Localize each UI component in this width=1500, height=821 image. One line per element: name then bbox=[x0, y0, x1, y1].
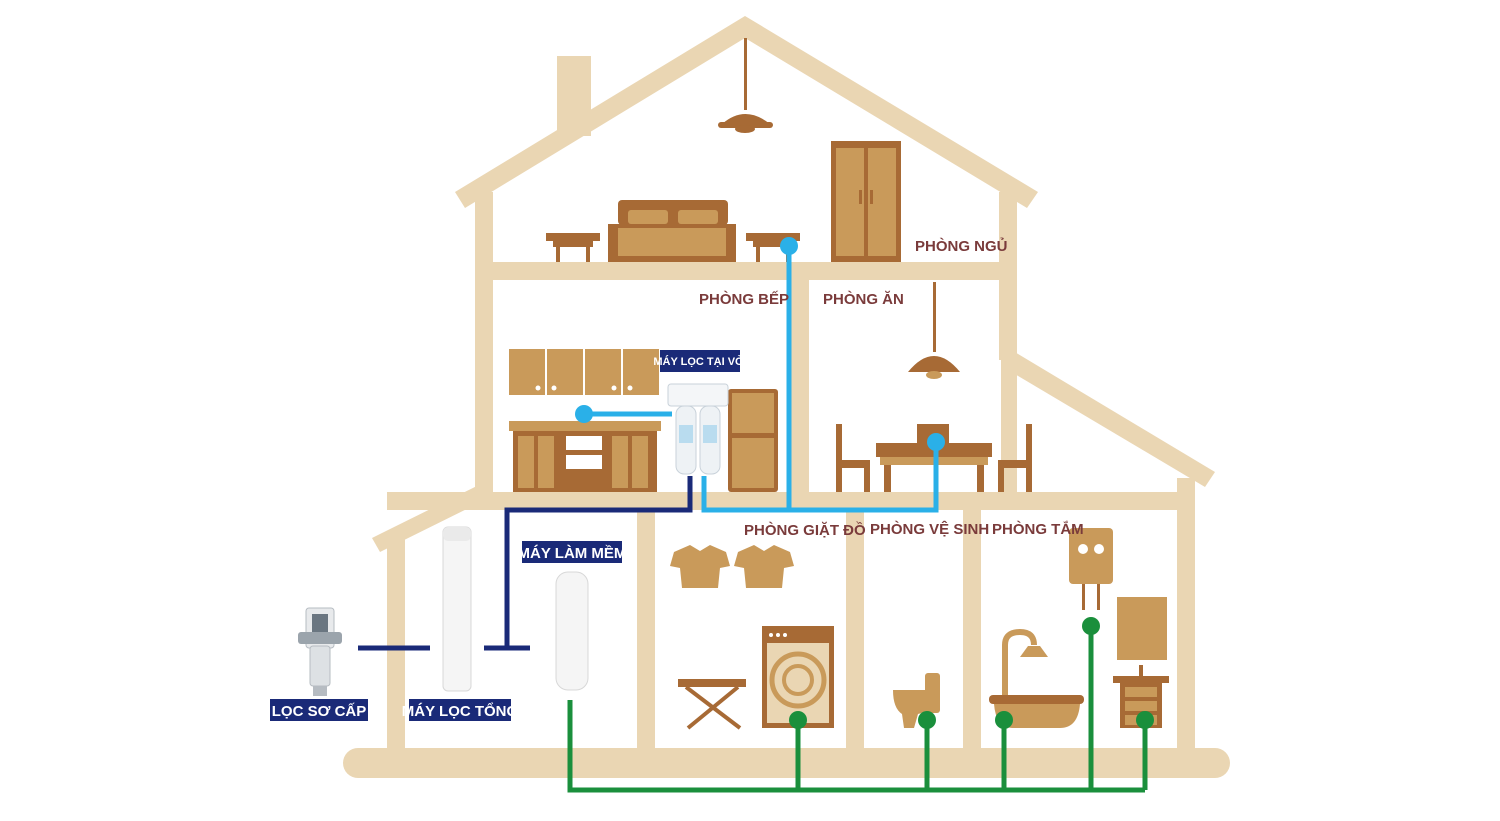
label-whole-house-filter-text: MÁY LỌC TỔNG bbox=[402, 702, 518, 720]
toilet bbox=[893, 673, 940, 728]
nightstand-left bbox=[546, 233, 600, 241]
wall-kitchen-dining bbox=[791, 270, 809, 500]
ironing-table bbox=[678, 679, 746, 687]
outlet-water-heater bbox=[1082, 617, 1100, 635]
shower-pipe bbox=[1002, 628, 1037, 695]
pipe-to-dining bbox=[701, 442, 939, 513]
shirt-icon bbox=[734, 545, 794, 588]
label-pre-filter: LỌC SƠ CẤP bbox=[270, 699, 368, 721]
label-softener: MÁY LÀM MỀM bbox=[518, 541, 627, 563]
wall-right-lower bbox=[1177, 478, 1195, 750]
floor-2 bbox=[475, 262, 1017, 280]
wall-left-laundry bbox=[637, 500, 655, 750]
label-tap-filter-text: MÁY LỌC TẠI VÒI bbox=[653, 355, 746, 368]
label-pre-filter-text: LỌC SƠ CẤP bbox=[272, 703, 366, 720]
dining-lamp bbox=[908, 356, 960, 372]
chair-right bbox=[1026, 424, 1032, 492]
shirt-icon bbox=[670, 545, 730, 588]
pipes-filtered bbox=[584, 246, 939, 513]
house-structure bbox=[343, 16, 1230, 778]
ground-slab bbox=[343, 748, 1230, 778]
label-whole-house-filter: MÁY LỌC TỔNG bbox=[402, 699, 518, 721]
kitchen-furniture bbox=[509, 349, 778, 492]
mirror bbox=[1117, 597, 1167, 660]
room-label-bathroom: PHÒNG TẮM bbox=[992, 520, 1084, 538]
kitchen-counter-top bbox=[509, 421, 661, 431]
outlet-vanity bbox=[1136, 711, 1154, 729]
wall-left-upper bbox=[475, 192, 493, 502]
tap-filter-device bbox=[667, 383, 729, 475]
outlet-bathtub bbox=[995, 711, 1013, 729]
bedroom-furniture bbox=[546, 141, 901, 262]
bathtub bbox=[989, 695, 1084, 704]
bed-pillow bbox=[678, 210, 718, 224]
shower-head bbox=[1020, 646, 1048, 657]
outlet-toilet bbox=[918, 711, 936, 729]
label-tap-filter: MÁY LỌC TẠI VÒI bbox=[653, 350, 747, 372]
pipe-nodes-soft bbox=[789, 617, 1154, 729]
pipe-soft-main bbox=[567, 700, 1145, 793]
wall-laundry-toilet bbox=[846, 500, 864, 750]
bed-pillow bbox=[628, 210, 668, 224]
pipe-to-tap-filter bbox=[504, 476, 693, 648]
laundry-furniture bbox=[670, 545, 834, 730]
whole-house-filter-device bbox=[442, 526, 472, 692]
pipe-nodes-filtered bbox=[575, 237, 945, 451]
room-label-toilet: PHÒNG VỆ SINH bbox=[870, 520, 989, 538]
outlet-laundry bbox=[789, 711, 807, 729]
bathroom-furniture bbox=[989, 528, 1169, 728]
wall-left-lower bbox=[387, 535, 405, 750]
water-heater bbox=[1069, 528, 1113, 584]
room-label-kitchen: PHÒNG BẾP bbox=[699, 290, 789, 308]
room-label-bedroom: PHÒNG NGỦ bbox=[915, 237, 1008, 255]
label-softener-text: MÁY LÀM MỀM bbox=[518, 545, 627, 562]
nightstand-right bbox=[746, 233, 800, 241]
pipes-raw bbox=[358, 476, 693, 651]
room-label-laundry: PHÒNG GIẶT ĐỒ bbox=[744, 521, 866, 539]
outlet-dining bbox=[927, 433, 945, 451]
outlet-kitchen bbox=[575, 405, 593, 423]
vanity bbox=[1113, 676, 1169, 683]
right-roof bbox=[1003, 345, 1215, 487]
softener-device bbox=[555, 571, 589, 691]
chair-left bbox=[836, 424, 842, 492]
attic-lamp bbox=[718, 38, 773, 133]
pipes-soft bbox=[567, 626, 1148, 793]
room-label-dining: PHÒNG ĂN bbox=[823, 290, 904, 308]
wall-toilet-bath bbox=[963, 500, 981, 750]
outlet-bedroom bbox=[780, 237, 798, 255]
bed-blanket bbox=[618, 228, 726, 256]
pre-filter-device bbox=[298, 607, 342, 696]
